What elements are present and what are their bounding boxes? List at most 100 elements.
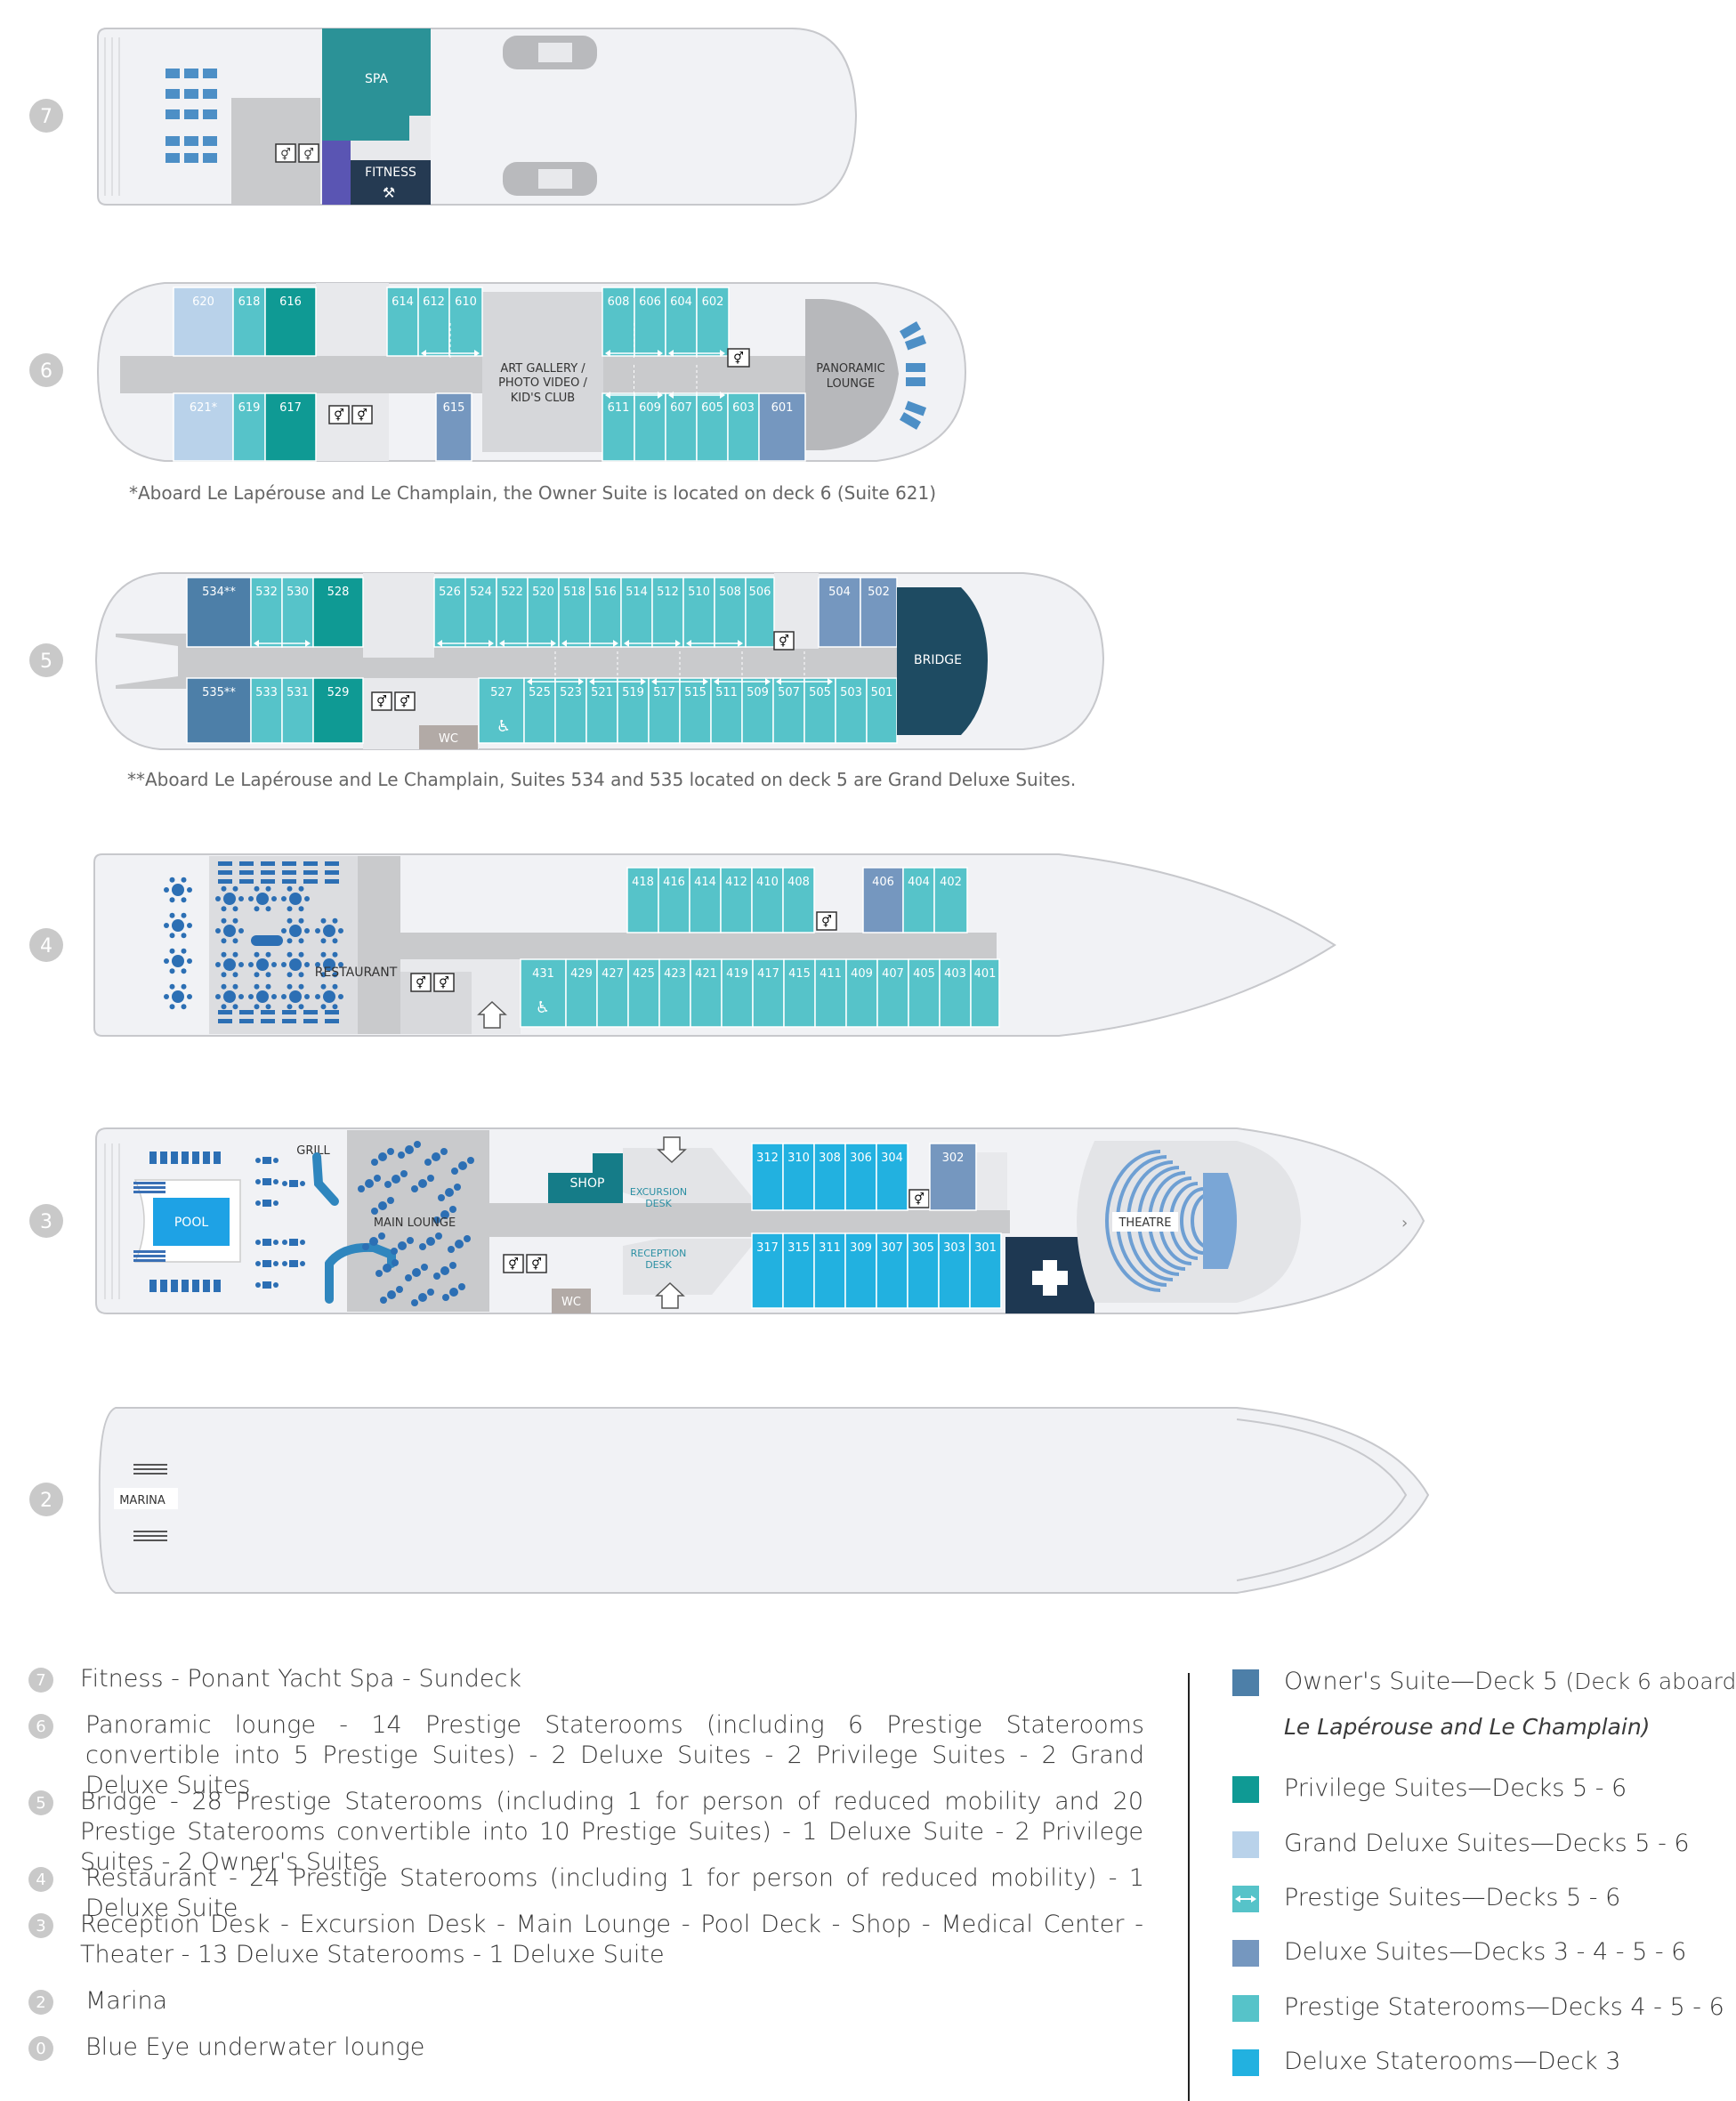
cabin-418[interactable]: 418 [626, 867, 659, 933]
cabin-604[interactable]: 604 [665, 287, 698, 357]
cabin-520[interactable]: 520 [527, 577, 560, 648]
cabin-618[interactable]: 618 [232, 287, 266, 357]
cabin-405[interactable]: 405 [908, 958, 941, 1028]
deck-2-number: 2 [40, 1490, 52, 1512]
deck-badge: 3 [28, 1913, 53, 1938]
cabin-601[interactable]: 601 [758, 392, 806, 462]
cabin-606[interactable]: 606 [634, 287, 666, 357]
cabin-309[interactable]: 309 [844, 1232, 877, 1309]
panoramic-label-1: PANORAMIC [816, 362, 884, 376]
cabin-621[interactable]: 621* [173, 392, 234, 462]
cabin-407[interactable]: 407 [876, 958, 909, 1028]
cabin-607[interactable]: 607 [665, 392, 698, 462]
cabin-527[interactable]: 527 [478, 677, 525, 744]
cabin-306[interactable]: 306 [844, 1143, 877, 1211]
cabin-311[interactable]: 311 [813, 1232, 846, 1309]
cabin-533[interactable]: 533 [250, 677, 283, 744]
panoramic-lounge [805, 299, 899, 450]
cabin-302[interactable]: 302 [929, 1143, 977, 1211]
cabin-514[interactable]: 514 [620, 577, 653, 648]
cabin-509[interactable]: 509 [741, 677, 774, 744]
cabin-404[interactable]: 404 [902, 867, 935, 933]
cabin-417[interactable]: 417 [752, 958, 785, 1028]
cabin-303[interactable]: 303 [938, 1232, 971, 1309]
cabin-518[interactable]: 518 [558, 577, 591, 648]
cabin-508[interactable]: 508 [714, 577, 747, 648]
cabin-504[interactable]: 504 [818, 577, 861, 648]
cabin-503[interactable]: 503 [835, 677, 868, 744]
cabin-619[interactable]: 619 [232, 392, 266, 462]
cabin-525[interactable]: 525 [523, 677, 556, 744]
cabin-423[interactable]: 423 [658, 958, 691, 1028]
art-gallery-label-3: KID'S CLUB [511, 392, 575, 405]
cabin-307[interactable]: 307 [876, 1232, 908, 1309]
cabin-427[interactable]: 427 [596, 958, 629, 1028]
cabin-410[interactable]: 410 [751, 867, 784, 933]
cabin-531[interactable]: 531 [281, 677, 314, 744]
cabin-605[interactable]: 605 [696, 392, 729, 462]
cabin-516[interactable]: 516 [589, 577, 622, 648]
cabin-610[interactable]: 610 [448, 287, 483, 357]
cabin-310[interactable]: 310 [782, 1143, 815, 1211]
cabin-312[interactable]: 312 [751, 1143, 784, 1211]
cabin-416[interactable]: 416 [658, 867, 690, 933]
cabin-411[interactable]: 411 [814, 958, 847, 1028]
cabin-429[interactable]: 429 [565, 958, 598, 1028]
cabin-419[interactable]: 419 [721, 958, 754, 1028]
cabin-317[interactable]: 317 [751, 1232, 784, 1309]
cabin-529[interactable]: 529 [312, 677, 364, 744]
cabin-522[interactable]: 522 [496, 577, 529, 648]
cabin-532[interactable]: 532 [250, 577, 283, 648]
cabin-612[interactable]: 612 [417, 287, 450, 357]
cabin-406[interactable]: 406 [862, 867, 904, 933]
cabin-315[interactable]: 315 [782, 1232, 815, 1309]
cabin-524[interactable]: 524 [464, 577, 497, 648]
cabin-608[interactable]: 608 [602, 287, 635, 357]
cabin-602[interactable]: 602 [696, 287, 730, 357]
cabin-603[interactable]: 603 [727, 392, 760, 462]
cabin-number: 421 [695, 967, 717, 981]
cabin-301[interactable]: 301 [969, 1232, 1002, 1309]
cabin-616[interactable]: 616 [264, 287, 317, 357]
cabin-517[interactable]: 517 [648, 677, 681, 744]
cabin-408[interactable]: 408 [782, 867, 815, 933]
cabin-530[interactable]: 530 [281, 577, 314, 648]
cabin-415[interactable]: 415 [783, 958, 816, 1028]
cabin-402[interactable]: 402 [933, 867, 968, 933]
cabin-609[interactable]: 609 [634, 392, 666, 462]
cabin-412[interactable]: 412 [720, 867, 753, 933]
cabin-501[interactable]: 501 [866, 677, 898, 744]
cabin-534[interactable]: 534** [186, 577, 252, 648]
cabin-535[interactable]: 535** [186, 677, 252, 744]
cabin-number: 608 [608, 295, 630, 309]
cabin-515[interactable]: 515 [679, 677, 712, 744]
cabin-528[interactable]: 528 [312, 577, 364, 648]
cabin-511[interactable]: 511 [710, 677, 743, 744]
cabin-521[interactable]: 521 [585, 677, 618, 744]
cabin-617[interactable]: 617 [264, 392, 317, 462]
cabin-421[interactable]: 421 [690, 958, 723, 1028]
cabin-425[interactable]: 425 [627, 958, 660, 1028]
cabin-502[interactable]: 502 [860, 577, 898, 648]
cabin-305[interactable]: 305 [907, 1232, 940, 1309]
cabin-507[interactable]: 507 [772, 677, 805, 744]
cabin-401[interactable]: 401 [970, 958, 1000, 1028]
cabin-510[interactable]: 510 [682, 577, 715, 648]
cabin-number: 505 [809, 686, 831, 699]
cabin-519[interactable]: 519 [617, 677, 650, 744]
cabin-308[interactable]: 308 [813, 1143, 846, 1211]
cabin-number: 408 [787, 876, 810, 889]
cabin-304[interactable]: 304 [876, 1143, 908, 1211]
cabin-614[interactable]: 614 [386, 287, 419, 357]
cabin-620[interactable]: 620 [173, 287, 234, 357]
cabin-409[interactable]: 409 [845, 958, 878, 1028]
cabin-414[interactable]: 414 [689, 867, 722, 933]
cabin-611[interactable]: 611 [602, 392, 635, 462]
cabin-523[interactable]: 523 [554, 677, 587, 744]
cabin-403[interactable]: 403 [939, 958, 972, 1028]
cabin-526[interactable]: 526 [433, 577, 466, 648]
cabin-506[interactable]: 506 [745, 577, 775, 648]
cabin-512[interactable]: 512 [651, 577, 684, 648]
cabin-505[interactable]: 505 [803, 677, 836, 744]
cabin-615[interactable]: 615 [435, 392, 472, 462]
